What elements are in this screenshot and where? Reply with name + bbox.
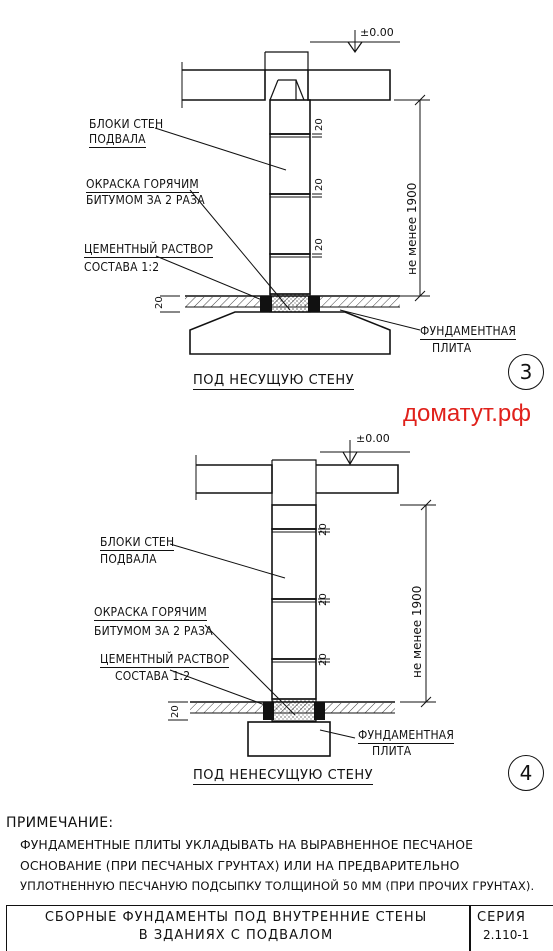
label-slab-4-line2: ПЛИТА xyxy=(372,744,412,758)
joint-dim-4a: 20 xyxy=(318,523,329,536)
label-slab-3-line1: ФУНДАМЕНТНАЯ xyxy=(420,324,517,340)
joint-dim-4c: 20 xyxy=(318,653,329,666)
joint-dim-3b: 20 xyxy=(314,178,325,191)
label-blocks-4-line2: ПОДВАЛА xyxy=(100,552,157,566)
label-mortar-4-line2: СОСТАВА 1:2 xyxy=(115,669,191,683)
label-blocks-3-line2: ПОДВАЛА xyxy=(89,132,146,148)
level-mark-3: ±0.00 xyxy=(360,26,394,39)
note-line-3: УПЛОТНЕННУЮ ПЕСЧАНУЮ ПОДСЫПКУ ТОЛЩИНОЙ 5… xyxy=(20,879,535,893)
label-mortar-3-line2: СОСТАВА 1:2 xyxy=(84,260,160,274)
label-blocks-4-line1: БЛОКИ СТЕН xyxy=(100,535,175,551)
label-paint-3-line2: БИТУМОМ ЗА 2 РАЗА xyxy=(86,193,205,207)
detail-3-title: ПОД НЕСУЩУЮ СТЕНУ xyxy=(193,373,355,390)
label-mortar-4-line1: ЦЕМЕНТНЫЙ РАСТВОР xyxy=(100,652,230,668)
joint-dim-3a: 20 xyxy=(314,118,325,131)
note-line-1: ФУНДАМЕНТНЫЕ ПЛИТЫ УКЛАДЫВАТЬ НА ВЫРАВНЕ… xyxy=(20,837,474,852)
stamp-caption-line1: СБОРНЫЕ ФУНДАМЕНТЫ ПОД ВНУТРЕННИЕ СТЕНЫ xyxy=(44,910,428,925)
label-mortar-3-line1: ЦЕМЕНТНЫЙ РАСТВОР xyxy=(84,242,214,258)
label-slab-3-line2: ПЛИТА xyxy=(432,341,472,355)
joint-dim-4b: 20 xyxy=(318,593,329,606)
height-dim-4: не менее 1900 xyxy=(410,585,424,678)
joint-dim-3c: 20 xyxy=(314,238,325,251)
watermark: доматут.рф xyxy=(403,400,532,427)
label-blocks-3-line1: БЛОКИ СТЕН xyxy=(89,117,164,131)
title-stamp: СБОРНЫЕ ФУНДАМЕНТЫ ПОД ВНУТРЕННИЕ СТЕНЫ … xyxy=(6,905,553,951)
level-mark-4: ±0.00 xyxy=(356,432,390,445)
label-paint-4-line2: БИТУМОМ ЗА 2 РАЗА xyxy=(94,624,213,638)
joint-dim-4d: 20 xyxy=(170,705,181,718)
stamp-caption-line2: В ЗДАНИЯХ С ПОДВАЛОМ xyxy=(138,928,334,943)
label-slab-4-line1: ФУНДАМЕНТНАЯ xyxy=(358,728,455,744)
note-line-2: ОСНОВАНИЕ (ПРИ ПЕСЧАНЫХ ГРУНТАХ) ИЛИ НА … xyxy=(20,858,460,873)
label-paint-3-line1: ОКРАСКА ГОРЯЧИМ xyxy=(86,177,199,193)
joint-dim-3d: 20 xyxy=(154,296,165,309)
stamp-divider xyxy=(469,906,471,951)
detail-3-badge: 3 xyxy=(508,354,544,390)
series-label: СЕРИЯ xyxy=(477,910,526,925)
note-heading: ПРИМЕЧАНИЕ: xyxy=(6,815,114,831)
detail-4-badge: 4 xyxy=(508,755,544,791)
height-dim-3: не менее 1900 xyxy=(405,182,419,275)
detail-4-title: ПОД НЕНЕСУЩУЮ СТЕНУ xyxy=(193,768,374,785)
label-paint-4-line1: ОКРАСКА ГОРЯЧИМ xyxy=(94,605,207,621)
series-number: 2.110-1 xyxy=(483,928,530,942)
